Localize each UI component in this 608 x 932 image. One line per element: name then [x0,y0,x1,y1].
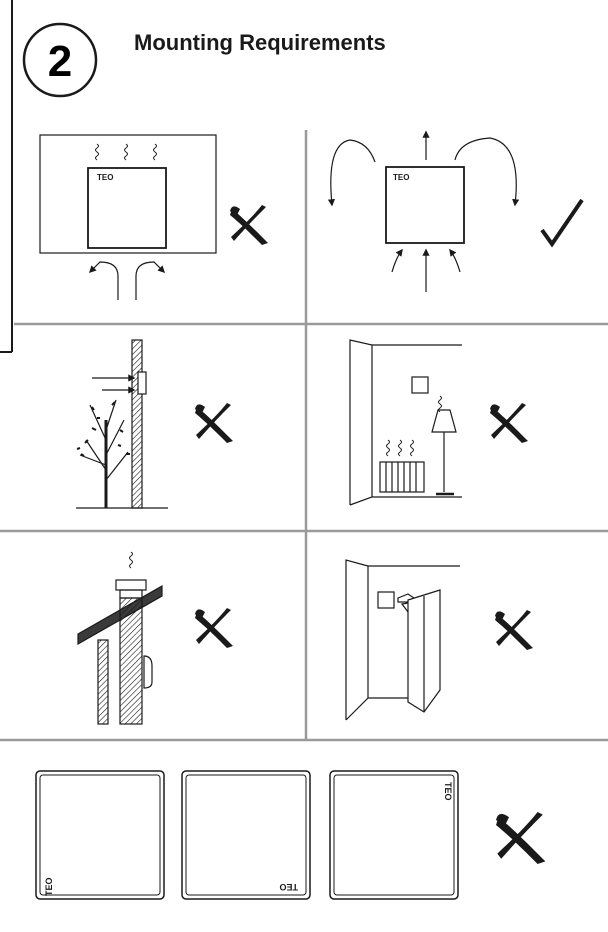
scenario-near-radiator-lamp [349,339,462,506]
cross-icon [490,403,528,443]
step-number: 2 [48,37,72,86]
device-label: TEO [443,782,453,801]
check-icon [540,198,584,248]
scenario-wrong-orientation: TEO TEO TEO [35,770,459,900]
device-label: TEO [393,173,409,182]
page-frame [0,0,13,353]
cross-icon [495,610,533,650]
page-title: Mounting Requirements [134,30,386,55]
scenario-exterior-wall [76,339,168,509]
cross-icon [195,608,233,648]
cross-icon [496,812,546,865]
grid-dividers [0,130,608,742]
cross-icon [195,403,233,443]
device-label: TEO [279,882,298,892]
device-label: TEO [44,877,54,896]
scenario-obstructed-airflow: TEO [39,134,217,300]
step-number-badge: 2 [22,22,98,98]
scenario-near-chimney [77,551,163,725]
scenario-behind-door [345,559,460,721]
scenario-free-airflow: TEO [327,130,584,292]
cross-icon [230,205,268,245]
device-label: TEO [97,173,113,182]
